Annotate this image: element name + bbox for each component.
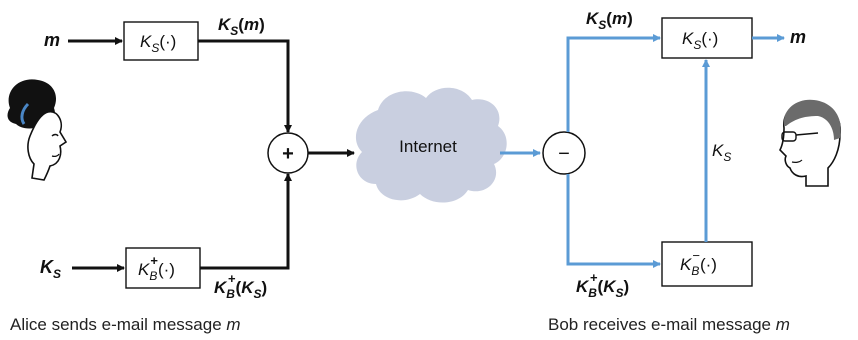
split-minus-circle	[542, 131, 586, 175]
arrow-minus-to-priv-box	[566, 174, 661, 268]
alice-input-m: m	[44, 30, 60, 50]
arrow-pub-to-plus	[200, 173, 292, 270]
alice-out-pub-label: KB+(KS)	[214, 271, 267, 301]
arrow-minus-to-sym-box	[566, 34, 661, 132]
alice-pub-box-label: KB+(·)	[138, 253, 175, 283]
alice-input-ks: KS	[40, 257, 61, 281]
bob-priv-box-label: KB−(·)	[680, 248, 717, 278]
split-minus-symbol: −	[558, 143, 570, 165]
alice-sym-box-label: KS(·)	[140, 32, 176, 55]
alice-caption: Alice sends e-mail message m	[10, 315, 241, 334]
bob-sym-box-label: KS(·)	[682, 29, 718, 52]
bob-output-m: m	[790, 27, 806, 47]
internet-label: Internet	[399, 137, 457, 156]
combine-plus-symbol: +	[282, 143, 294, 165]
bob-in-sym-label: KS(m)	[586, 9, 633, 32]
bob-ks-label: KS	[712, 141, 731, 164]
bob-in-pub-label: KB+(KS)	[576, 270, 629, 300]
bob-face-icon	[779, 99, 841, 187]
bob-sym-decrypt-box	[661, 17, 753, 59]
arrow-sym-to-plus	[198, 39, 292, 133]
alice-face-icon	[7, 79, 68, 181]
alice-out-sym-label: KS(m)	[218, 15, 265, 38]
bob-caption: Bob receives e-mail message m	[548, 315, 790, 334]
internet-cloud	[355, 87, 507, 203]
